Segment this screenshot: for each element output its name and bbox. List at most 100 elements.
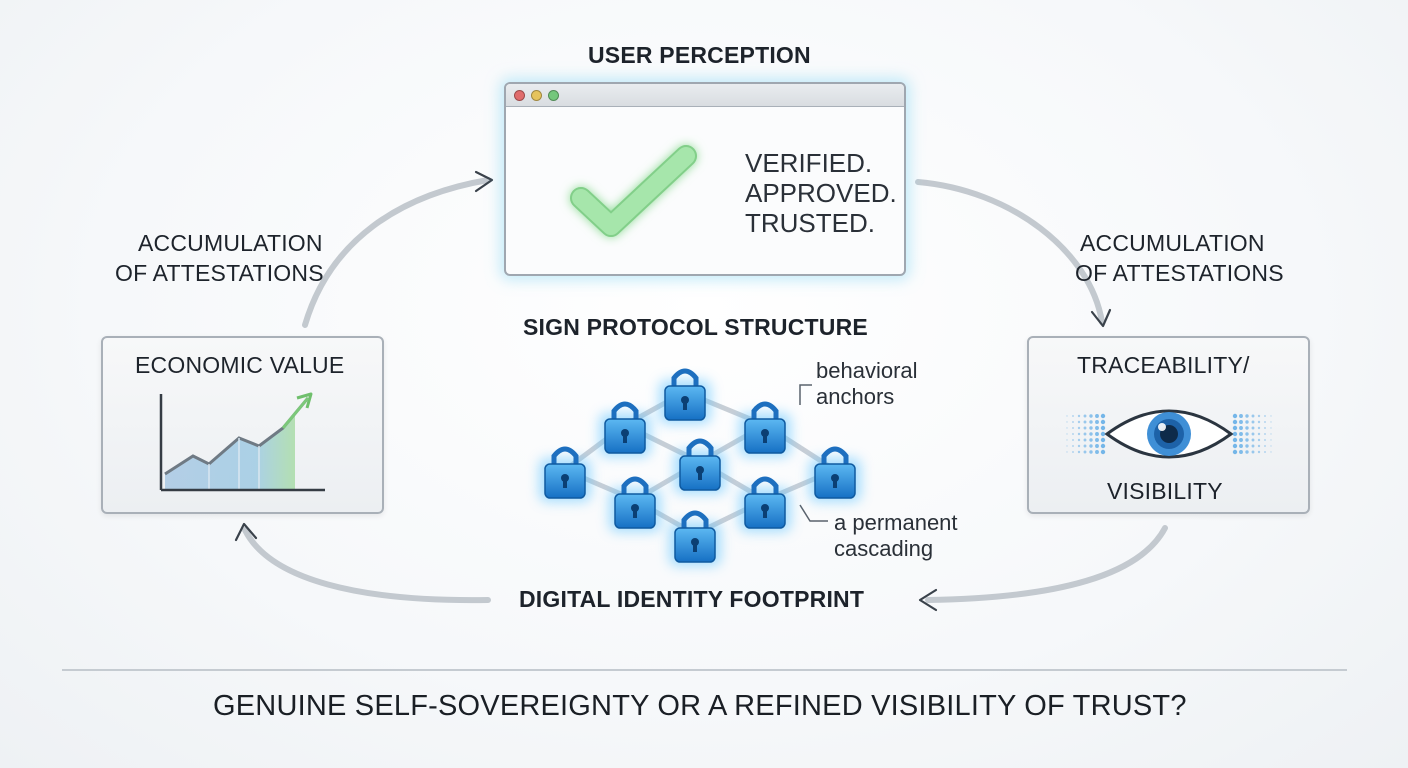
- eye-halftone-dot: [1100, 425, 1106, 431]
- eye-halftone-dot: [1239, 450, 1243, 454]
- eye-halftone-dot: [1270, 451, 1272, 453]
- arrow-bottom-right: [925, 525, 1168, 603]
- eye-halftone-dot: [1232, 449, 1238, 455]
- eye-halftone-dot: [1072, 451, 1074, 453]
- eye-halftone-dot: [1089, 444, 1093, 448]
- eye-halftone-dot: [1066, 439, 1068, 441]
- eye-halftone-dot: [1257, 426, 1261, 430]
- eye-halftone-dot: [1072, 445, 1074, 447]
- eye-halftone-dot: [1245, 450, 1249, 454]
- eye-halftone-dot: [1083, 444, 1087, 448]
- minimize-dot-icon: [531, 90, 542, 101]
- eye-halftone-dot: [1232, 443, 1238, 449]
- eye-halftone-dot: [1264, 433, 1266, 435]
- leader-permanent: [799, 504, 828, 522]
- annotation-permanent-line1: a permanent: [834, 510, 958, 535]
- left-arrow-label-line1: ACCUMULATION: [138, 230, 323, 256]
- eye-halftone-dot: [1077, 432, 1081, 436]
- eye-halftone-dot: [1089, 426, 1093, 430]
- eye-halftone-dot: [1245, 426, 1249, 430]
- eye-halftone-dot: [1264, 415, 1266, 417]
- eye-halftone-dot: [1264, 445, 1266, 447]
- eye-halftone-dot: [1089, 420, 1093, 424]
- lock-icon: [609, 476, 661, 532]
- arrow-bottom-left-head: [234, 522, 258, 542]
- eye-halftone-dot: [1100, 431, 1106, 437]
- eye-halftone-dot: [1270, 439, 1272, 441]
- visibility-title: VISIBILITY: [1107, 478, 1223, 504]
- eye-halftone-dot: [1239, 432, 1243, 436]
- lock-icon: [669, 510, 721, 566]
- eye-halftone-dot: [1072, 433, 1074, 435]
- status-line-verified: VERIFIED.: [745, 148, 873, 178]
- eye-halftone-dot: [1270, 433, 1272, 435]
- eye-halftone-dot: [1095, 438, 1099, 442]
- eye-halftone-dot: [1257, 420, 1261, 424]
- annotation-permanent-line2: cascading: [834, 536, 934, 561]
- eye-halftone-dot: [1083, 414, 1087, 418]
- eye-halftone-dot: [1077, 444, 1081, 448]
- annotation-behavioral-line2: anchors: [816, 384, 895, 409]
- eye-halftone-dot: [1251, 444, 1255, 448]
- eye-halftone-dot: [1270, 427, 1272, 429]
- lock-icon: [539, 446, 591, 502]
- eye-halftone-dot: [1257, 414, 1261, 418]
- arrow-bottom-left: [242, 527, 491, 604]
- eye-halftone-dot: [1251, 438, 1255, 442]
- eye-halftone-dot: [1083, 450, 1087, 454]
- eye-halftone-dot: [1239, 426, 1243, 430]
- eye-halftone-dot: [1066, 445, 1068, 447]
- eye-halftone-dot: [1245, 444, 1249, 448]
- eye-halftone-dot: [1095, 444, 1099, 448]
- eye-halftone-dot: [1100, 449, 1106, 455]
- status-line-trusted: TRUSTED.: [745, 208, 875, 238]
- eye-halftone-dot: [1270, 421, 1272, 423]
- arrow-left-up: [302, 177, 491, 328]
- lock-icon: [599, 401, 651, 457]
- eye-halftone-dot: [1072, 427, 1074, 429]
- arrow-right-down: [915, 179, 1105, 325]
- closing-question: GENUINE SELF-SOVEREIGNTY OR A REFINED VI…: [213, 690, 1187, 722]
- eye-halftone-dot: [1077, 420, 1081, 424]
- eye-halftone-dot: [1083, 426, 1087, 430]
- eye-halftone-dot: [1257, 438, 1261, 442]
- lock-icon: [739, 401, 791, 457]
- eye-halftone-dot: [1089, 438, 1093, 442]
- leader-behavioral: [799, 384, 812, 405]
- eye-halftone-dot: [1095, 414, 1099, 418]
- eye-halftone-dot: [1100, 419, 1106, 425]
- eye-halftone-dot: [1072, 421, 1074, 423]
- eye-halftone-dot: [1100, 443, 1106, 449]
- digital-identity-label: DIGITAL IDENTITY FOOTPRINT: [519, 586, 865, 612]
- eye-halftone-dot: [1245, 432, 1249, 436]
- eye-halftone-dot: [1077, 438, 1081, 442]
- left-arrow-label-line2: OF ATTESTATIONS: [115, 260, 324, 286]
- eye-halftone-dot: [1077, 414, 1081, 418]
- eye-halftone-dot: [1095, 450, 1099, 454]
- eye-halftone-dot: [1245, 438, 1249, 442]
- eye-halftone-dot: [1251, 414, 1255, 418]
- arrow-bottom-right-head: [918, 588, 938, 612]
- eye-halftone-dot: [1089, 414, 1093, 418]
- close-dot-icon: [514, 90, 525, 101]
- eye-halftone-dot: [1083, 420, 1087, 424]
- eye-halftone-dot: [1251, 450, 1255, 454]
- eye-halftone-dot: [1270, 445, 1272, 447]
- eye-halftone-dot: [1095, 432, 1099, 436]
- lock-network: [539, 368, 861, 566]
- browser-titlebar: [506, 84, 904, 107]
- eye-halftone-dot: [1251, 432, 1255, 436]
- eye-halftone-dot: [1257, 444, 1261, 448]
- eye-halftone-dot: [1264, 451, 1266, 453]
- eye-halftone-dot: [1089, 432, 1093, 436]
- eye-halftone-dot: [1251, 420, 1255, 424]
- eye-halftone-dot: [1077, 426, 1081, 430]
- sign-protocol-title: SIGN PROTOCOL STRUCTURE: [523, 314, 868, 340]
- eye-halftone-dot: [1089, 450, 1093, 454]
- user-perception-title: USER PERCEPTION: [588, 42, 811, 68]
- eye-halftone-dot: [1100, 437, 1106, 443]
- eye-halftone-dot: [1232, 419, 1238, 425]
- right-arrow-label-line1: ACCUMULATION: [1080, 230, 1265, 256]
- eye-halftone-dot: [1257, 450, 1261, 454]
